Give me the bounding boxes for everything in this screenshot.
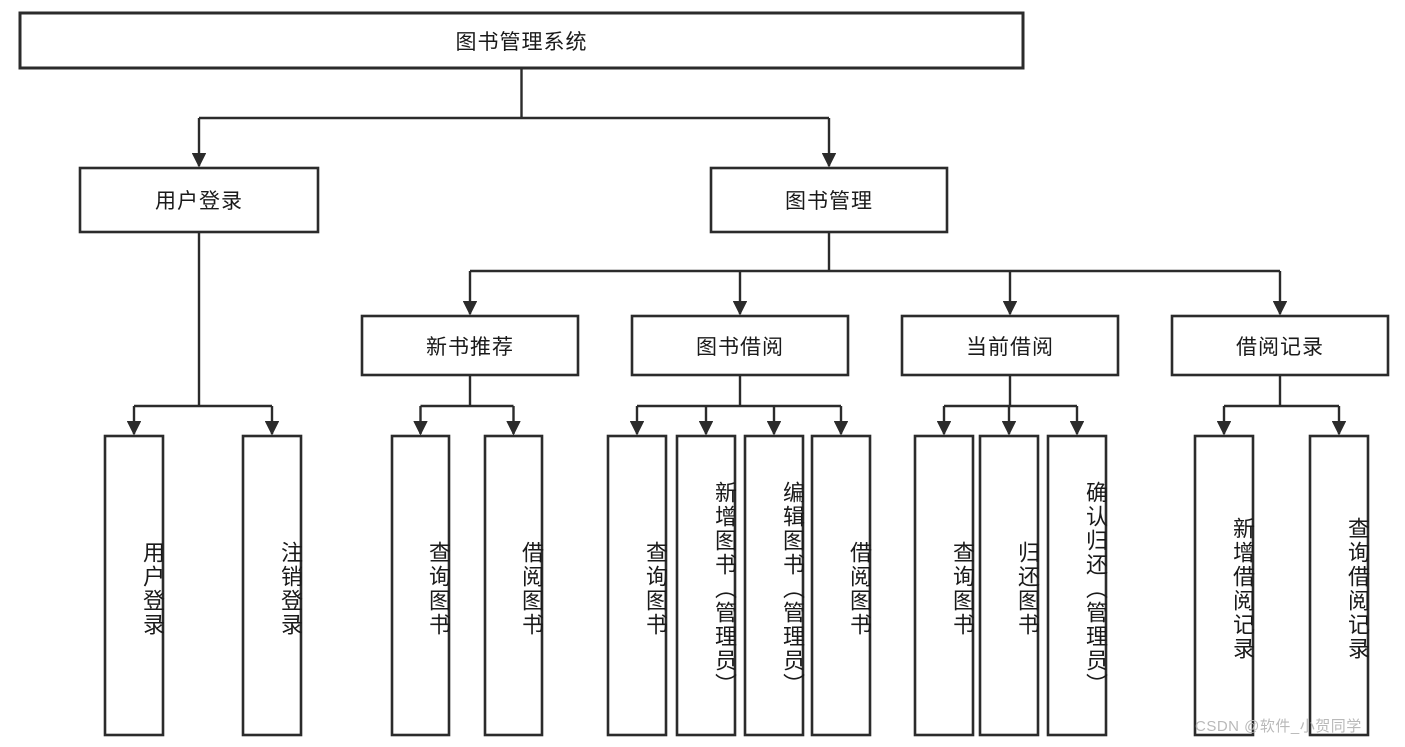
node-box-leaf-borrow-edit-book-admin[interactable] [743, 434, 805, 737]
node-box-current-borrow[interactable] [900, 314, 1120, 377]
node-box-leaf-borrow-add-book-admin[interactable] [675, 434, 737, 737]
node-box-root[interactable] [18, 11, 1025, 70]
node-box-leaf-borrow-borrow-book[interactable] [810, 434, 872, 737]
node-box-leaf-current-confirm-return-admin[interactable] [1046, 434, 1108, 737]
node-box-leaf-recommend-query-book[interactable] [390, 434, 451, 737]
node-box-leaf-user-login[interactable] [103, 434, 165, 737]
node-box-book-manage[interactable] [709, 166, 949, 234]
node-boxes [18, 11, 1390, 737]
node-box-leaf-record-query-record[interactable] [1308, 434, 1370, 737]
node-links [126, 68, 1347, 436]
node-box-book-borrow[interactable] [630, 314, 850, 377]
watermark: CSDN @软件_小贺同学 [1195, 718, 1362, 735]
node-box-user-login[interactable] [78, 166, 320, 234]
node-box-leaf-current-query-book[interactable] [913, 434, 975, 737]
node-box-leaf-current-return-book[interactable] [978, 434, 1040, 737]
node-box-new-book-recommend[interactable] [360, 314, 580, 377]
node-box-leaf-user-logout[interactable] [241, 434, 303, 737]
node-box-leaf-record-add-record[interactable] [1193, 434, 1255, 737]
node-box-borrow-record[interactable] [1170, 314, 1390, 377]
node-box-leaf-recommend-borrow-book[interactable] [483, 434, 544, 737]
node-box-leaf-borrow-query-book[interactable] [606, 434, 668, 737]
